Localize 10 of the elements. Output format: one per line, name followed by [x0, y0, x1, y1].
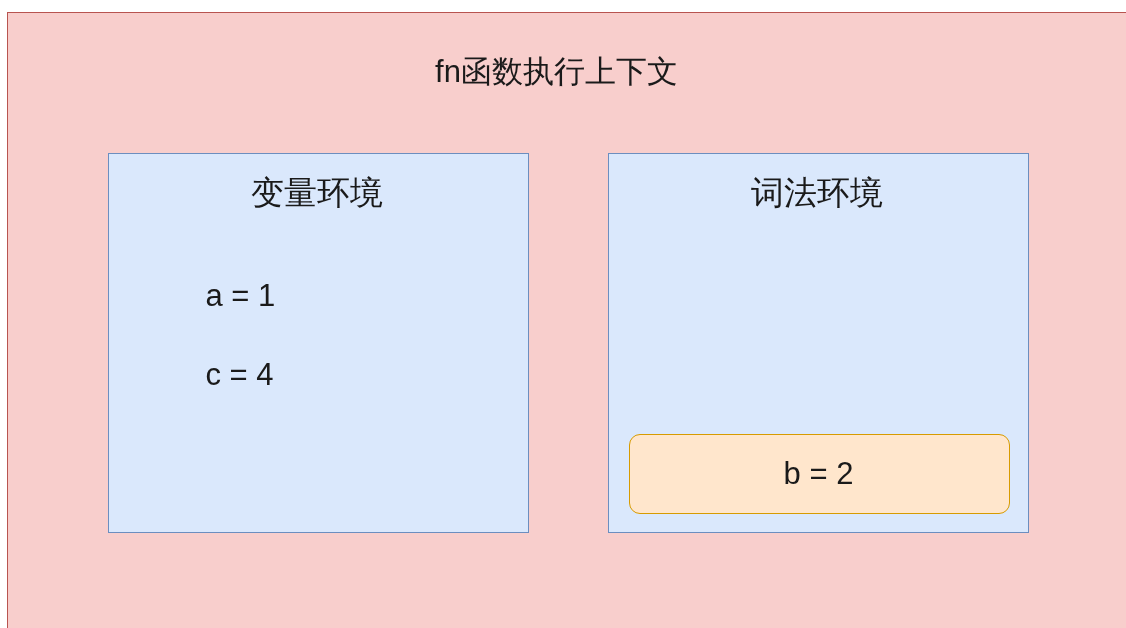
variable-text: a = 1 [205, 280, 276, 311]
variable-text: c = 4 [205, 359, 274, 390]
panel-box [108, 153, 529, 533]
variable-text: b = 2 [783, 458, 854, 489]
container-box [7, 12, 1126, 628]
panel-box [608, 153, 1029, 533]
heading: 变量环境 [250, 176, 383, 209]
heading: 词法环境 [750, 176, 883, 209]
heading: fn函数执行上下文 [435, 56, 678, 87]
rounded-box [629, 434, 1010, 514]
